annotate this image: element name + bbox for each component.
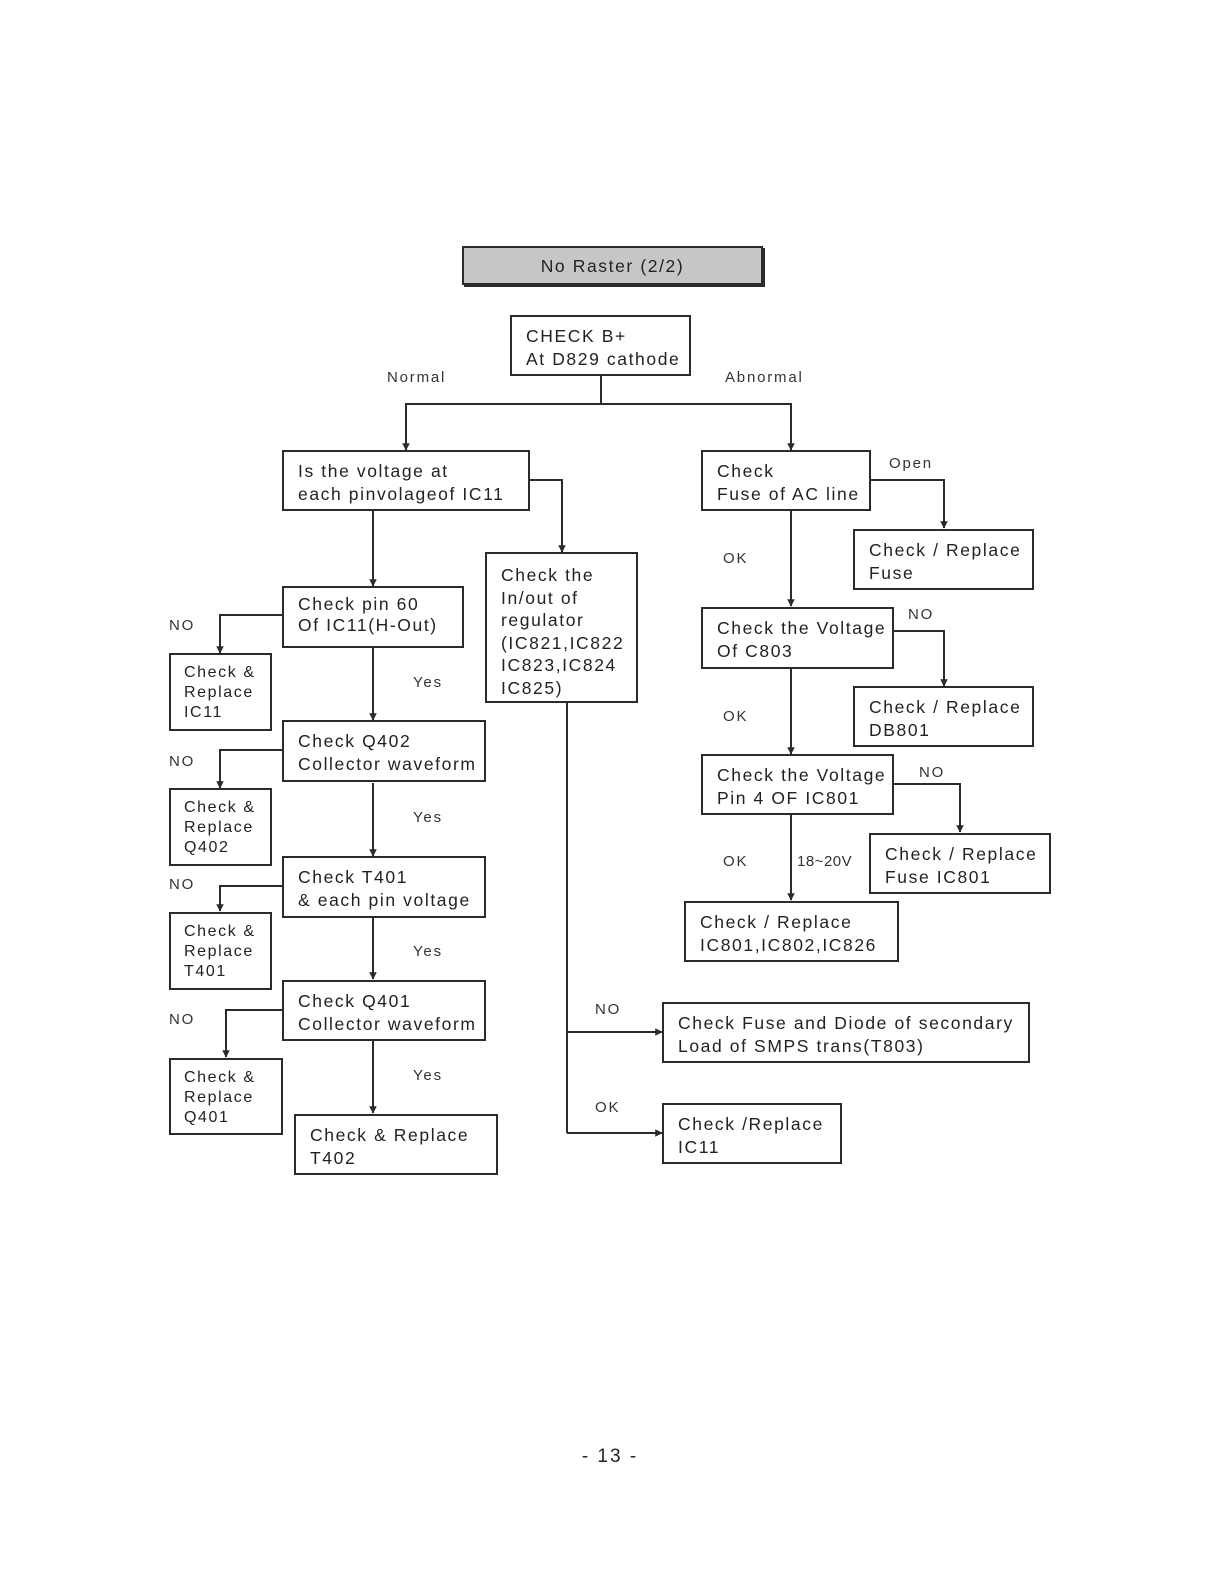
label-no-t401: NO [169, 876, 196, 893]
label-yes-pin60: Yes [413, 674, 443, 691]
edge-normal [402, 403, 601, 451]
label-open: Open [889, 455, 933, 472]
label-no-regulator: NO [595, 1001, 622, 1018]
label-yes-q401: Yes [413, 1067, 443, 1084]
label-ok-c803: OK [723, 708, 749, 725]
edge-pin4-no [893, 783, 964, 833]
node-check-b-plus: CHECK B+At D829 cathode [510, 315, 691, 376]
edge-q402-no [216, 749, 282, 789]
label-abnormal: Abnormal [725, 369, 804, 386]
edge-c803-no [893, 630, 948, 687]
label-no-pin60: NO [169, 617, 196, 634]
edge-abnormal [601, 403, 795, 451]
label-voltage-range: 18~20V [797, 853, 853, 870]
label-no-c803: NO [908, 606, 935, 623]
label-ok-pin4: OK [723, 853, 749, 870]
label-no-q401: NO [169, 1011, 196, 1028]
label-ok-regulator: OK [595, 1099, 621, 1116]
label-ok-fuse: OK [723, 550, 749, 567]
label-no-q402: NO [169, 753, 196, 770]
label-yes-q402: Yes [413, 809, 443, 826]
edge-t401-no [216, 885, 282, 912]
node-check-t401: Check T401& each pin voltage [282, 856, 486, 918]
diagram-title: No Raster (2/2) [462, 246, 763, 285]
label-normal: Normal [387, 369, 447, 386]
label-no-pin4: NO [919, 764, 946, 781]
label-yes-t401: Yes [413, 943, 443, 960]
edge-fuse-open [870, 479, 948, 529]
page-number: - 13 - [581, 1446, 639, 1467]
edge-pin60-no [216, 614, 282, 654]
edge-voltage-to-regulator [530, 479, 566, 553]
edge-q401-no [222, 1009, 282, 1058]
